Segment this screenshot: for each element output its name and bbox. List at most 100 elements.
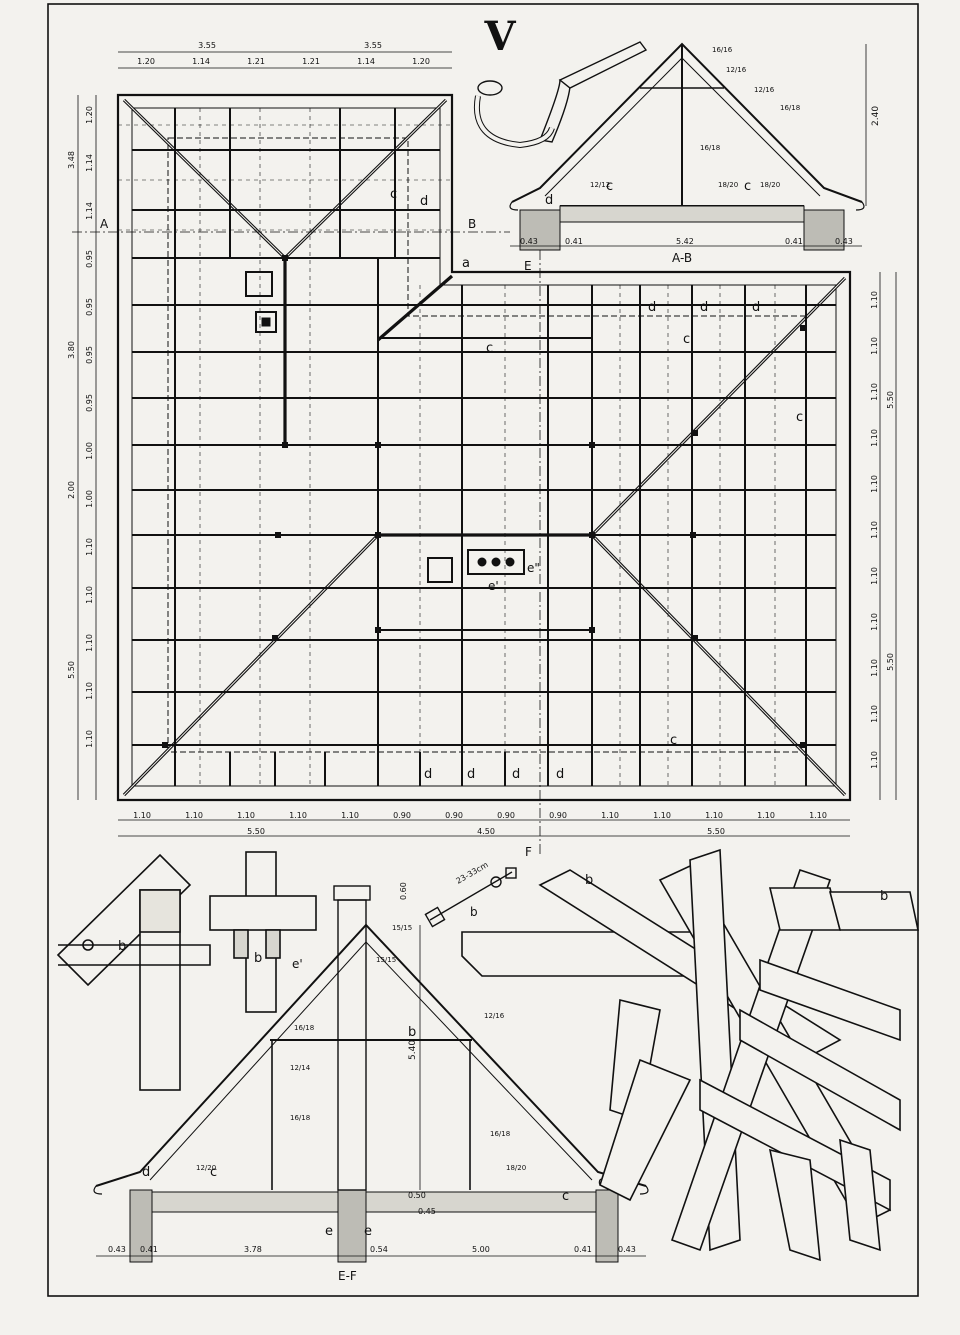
- right-dimension-labels: 5.505.501.101.101.101.101.101.101.101.10…: [870, 291, 895, 769]
- right-sub-dim: 1.10: [870, 521, 879, 539]
- svg-text:16/18: 16/18: [700, 144, 720, 152]
- top-dim: 3.55: [364, 41, 382, 50]
- section-ef-wall-left: [129, 1189, 153, 1263]
- svg-text:e: e: [325, 1224, 333, 1239]
- roof-plan: a B A E F c d c c c c d d d d d d d e" e…: [72, 93, 852, 859]
- right-sub-dim: 1.10: [870, 337, 879, 355]
- bottom-sub-dim: 1.10: [705, 811, 723, 820]
- left-dimension-labels: 3.483.802.005.501.201.141.140.950.950.95…: [67, 106, 94, 748]
- svg-text:12/12: 12/12: [590, 181, 610, 189]
- left-sub-dim: 0.95: [85, 250, 94, 268]
- svg-text:15/15: 15/15: [392, 924, 412, 932]
- svg-text:0.45: 0.45: [418, 1207, 436, 1216]
- bottom-sub-dim: 0.90: [445, 811, 463, 820]
- section-ab-labels: A-B 2.40 0.43 0.41 5.42 0.41 0.43 16/16 …: [520, 46, 881, 265]
- right-sub-dim: 1.10: [870, 291, 879, 309]
- top-sub-dim: 1.21: [302, 57, 320, 66]
- right-sub-dim: 1.10: [870, 567, 879, 585]
- svg-text:0.54: 0.54: [370, 1245, 388, 1254]
- section-ab-wall-left: [519, 209, 561, 251]
- bottom-sub-dim: 1.10: [185, 811, 203, 820]
- svg-text:d: d: [142, 1165, 150, 1180]
- left-sub-dim: 1.00: [85, 490, 94, 508]
- svg-text:c: c: [486, 341, 493, 356]
- svg-text:3.78: 3.78: [244, 1245, 262, 1254]
- section-ef-ceiling: [149, 1191, 597, 1213]
- left-sub-dim: 0.95: [85, 394, 94, 412]
- svg-text:d: d: [752, 300, 760, 315]
- svg-text:d: d: [648, 300, 656, 315]
- bottom-sub-dim: 1.10: [653, 811, 671, 820]
- top-sub-dim: 1.14: [357, 57, 375, 66]
- right-sub-dim: 1.10: [870, 475, 879, 493]
- svg-text:c: c: [670, 733, 677, 748]
- svg-text:c: c: [606, 179, 613, 194]
- bottom-sub-dim: 1.10: [237, 811, 255, 820]
- hip-rafters: [122, 98, 847, 797]
- right-sub-dim: 1.10: [870, 751, 879, 769]
- chimney-opening: [245, 271, 273, 297]
- svg-text:c: c: [744, 179, 751, 194]
- svg-text:12/16: 12/16: [484, 1012, 505, 1020]
- svg-text:c: c: [683, 332, 690, 347]
- svg-text:c: c: [390, 187, 397, 202]
- isometric-framing: [461, 848, 919, 1262]
- left-dim: 3.48: [67, 151, 76, 169]
- svg-text:0.43: 0.43: [618, 1245, 636, 1254]
- joint-detail-letters: b b: [118, 939, 262, 966]
- flue-core: [261, 317, 271, 327]
- bottom-dim: 5.50: [707, 827, 725, 836]
- bottom-dim: 4.50: [477, 827, 495, 836]
- right-sub-dim: 1.10: [870, 429, 879, 447]
- svg-text:F: F: [525, 845, 532, 859]
- svg-text:c: c: [796, 410, 803, 425]
- svg-text:18/20: 18/20: [506, 1164, 526, 1172]
- svg-text:d: d: [512, 767, 520, 782]
- isometric-letters: b b: [585, 873, 888, 904]
- svg-text:0.41: 0.41: [565, 237, 583, 246]
- left-dim: 3.80: [67, 341, 76, 359]
- joint-markers: [162, 255, 806, 748]
- section-ef-wall-mid: [337, 1189, 367, 1263]
- section-ef-title: E-F: [338, 1269, 357, 1283]
- svg-text:B: B: [468, 217, 476, 231]
- sheet-border: [47, 3, 919, 1297]
- purlins: [132, 149, 836, 746]
- svg-text:2.40: 2.40: [871, 106, 881, 126]
- flue: [255, 311, 277, 333]
- joint-detail-1: [56, 853, 211, 1091]
- section-ef-roof-inner: [149, 941, 593, 1181]
- svg-text:16/18: 16/18: [780, 104, 800, 112]
- svg-text:d: d: [700, 300, 708, 315]
- section-ab-roof: [511, 42, 863, 203]
- posts-verticals: [174, 108, 807, 786]
- plan-dimensions: [77, 51, 897, 837]
- top-sub-dim: 1.14: [192, 57, 210, 66]
- svg-text:0.41: 0.41: [574, 1245, 592, 1254]
- left-sub-dim: 1.14: [85, 154, 94, 172]
- svg-text:e': e': [292, 957, 303, 971]
- bolt-detail: [424, 867, 517, 928]
- svg-text:5.42: 5.42: [676, 237, 694, 246]
- plan-outline: [116, 93, 852, 802]
- top-sub-dim: 1.21: [247, 57, 265, 66]
- bolt-length-label: 23-33cm: [455, 860, 490, 886]
- joint-detail-2: [209, 851, 317, 1013]
- section-ef-wall-right: [595, 1189, 619, 1263]
- bottom-sub-dim: 1.10: [757, 811, 775, 820]
- svg-text:d: d: [556, 767, 564, 782]
- svg-text:16/18: 16/18: [290, 1114, 310, 1122]
- svg-text:0.43: 0.43: [520, 237, 538, 246]
- chimney: [337, 899, 367, 1191]
- vent-box: [467, 549, 525, 575]
- bottom-dim: 5.50: [247, 827, 265, 836]
- top-sub-dim: 1.20: [412, 57, 430, 66]
- svg-text:16/16: 16/16: [712, 46, 733, 54]
- top-dim: 3.55: [198, 41, 216, 50]
- svg-text:E: E: [524, 259, 532, 273]
- vent-opening: [427, 557, 453, 583]
- svg-text:b: b: [470, 905, 478, 919]
- plan-letters: a B A E F c d c c c c d d d d d d d e" e…: [100, 187, 803, 859]
- svg-text:d: d: [424, 767, 432, 782]
